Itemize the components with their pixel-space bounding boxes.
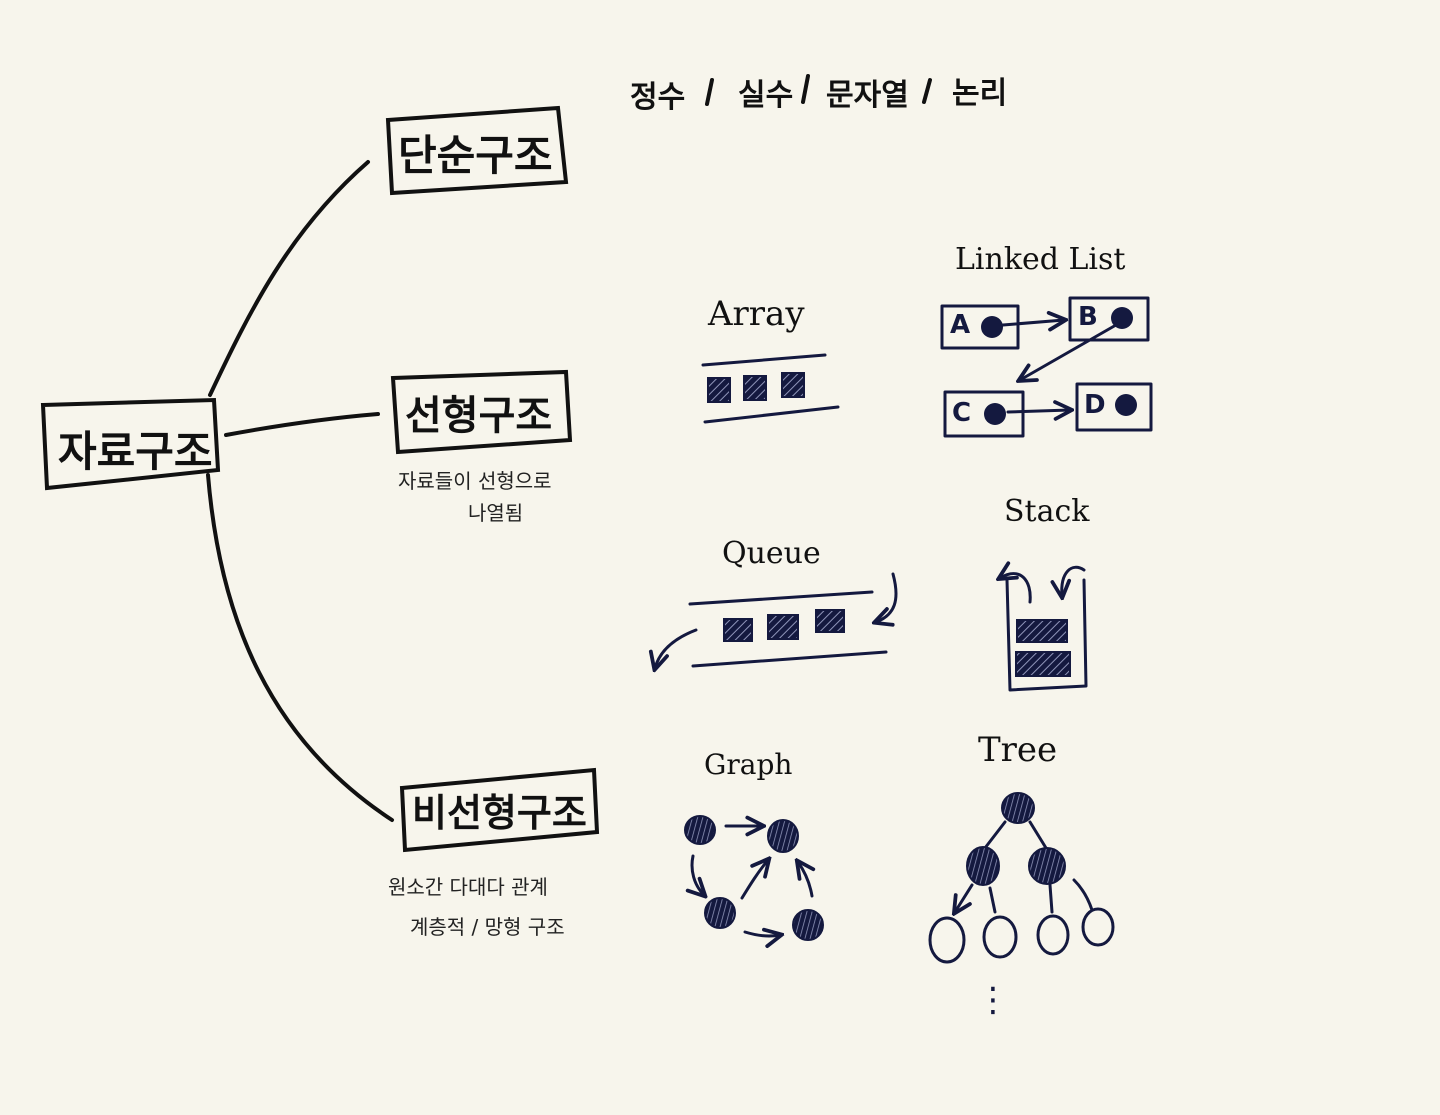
graph-vertex [684,815,716,845]
ll-node-box [1075,382,1153,432]
queue-cell [723,618,753,642]
tree-edge [983,820,1007,850]
array-cell [781,372,805,398]
linear-description-line1: 자료들이 선형으로 [398,469,552,493]
tree-edge [1028,820,1048,850]
linear-structure-label: 선형구조 [405,393,553,439]
tree-node [1028,847,1066,885]
tree-edge [955,883,974,912]
ll-node-label: B [1078,302,1098,332]
tree-title: Tree [978,730,1058,770]
ll-node-box [1068,296,1150,342]
ll-pointer [1111,307,1133,329]
graph-diagram [684,815,824,941]
graph-edge [798,862,812,898]
linked-list-diagram [940,296,1153,438]
ll-link-arrow [1006,410,1070,412]
ll-node-label: C [952,398,972,428]
concept-boxes [40,105,600,853]
tree-edge [1048,883,1054,914]
simple-type-string: 문자열 [826,78,909,113]
ll-pointer [1115,394,1137,416]
pop-arrow [1000,574,1032,604]
branch-lines [206,160,394,822]
nonlinear-box [399,767,600,853]
enqueue-arrow [876,572,898,622]
stack-diagram [1000,565,1088,692]
simple-type-separators [705,74,932,106]
branch-line-linear [224,412,380,437]
tree-edge [1072,878,1094,912]
tree-continuation-ellipsis: ⋮ [976,980,1010,1020]
simple-type-boolean: 논리 [952,76,1008,111]
branch-line-simple [208,160,370,397]
simple-type-integer: 정수 [630,80,686,115]
queue-cell [767,614,799,640]
stack-cell [1016,619,1068,643]
tree-leaf [928,916,966,964]
tree-node [966,846,1000,886]
simple-box [385,105,569,196]
queue-cell [815,609,845,633]
ll-link-arrow [1020,323,1118,380]
dequeue-arrow [655,628,698,668]
nonlinear-structure-label: 비선형구조 [412,791,587,835]
linear-box [390,369,573,455]
array-cell [707,377,731,403]
graph-vertex [767,819,799,853]
graph-edge [692,854,704,895]
simple-structure-label: 단순구조 [398,131,553,180]
graph-vertex [704,897,736,929]
queue-diagram [655,572,898,668]
tree-diagram [928,792,1115,964]
ll-pointer [981,316,1003,338]
stack-title: Stack [1004,494,1090,529]
ll-node-label: A [950,310,971,340]
graph-vertex [792,909,824,941]
linked-list-title: Linked List [955,242,1126,277]
ll-pointer [984,403,1006,425]
tree-leaf [1036,914,1070,956]
tree-leaf [1081,907,1115,947]
tree-edge [988,886,997,914]
ll-node-box [943,390,1025,438]
tree-node [1001,792,1035,824]
push-arrow [1062,565,1086,596]
root-box [40,397,221,491]
ll-node-label: D [1084,390,1106,420]
ll-node-box [940,304,1020,350]
array-cell [743,375,767,401]
queue-title: Queue [722,536,821,571]
nonlinear-description-line2: 계층적 / 망형 구조 [410,915,565,939]
simple-type-real: 실수 [738,78,794,113]
branch-line-nonlinear [206,473,394,822]
graph-edge [743,932,780,936]
root-label: 자료구조 [58,427,213,476]
linear-description-line2: 나열됨 [468,501,524,525]
graph-edge [740,860,768,900]
array-diagram [701,353,840,424]
nonlinear-description-line1: 원소간 다대다 관계 [388,875,548,899]
graph-title: Graph [704,748,793,781]
ll-link-arrow [1001,320,1064,325]
stack-cell [1015,651,1071,677]
array-title: Array [708,294,805,334]
tree-leaf [982,915,1018,959]
